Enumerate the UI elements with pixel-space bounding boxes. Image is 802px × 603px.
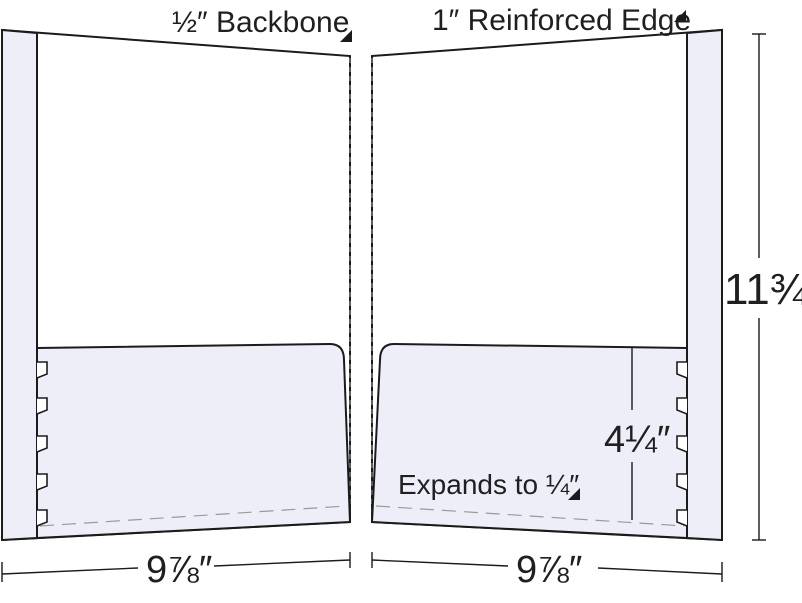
right-card-slit [676, 435, 688, 453]
right-width-dimension [371, 552, 723, 582]
right-card-slit [676, 361, 688, 379]
right-width-label: 9⅞″ [516, 549, 582, 591]
right-card-slit [676, 473, 688, 491]
backbone-pointer-icon [340, 30, 352, 42]
left-expansion-line [39, 505, 347, 527]
right-expansion-line [375, 505, 685, 527]
left-card-slit [36, 397, 48, 415]
height-label: 11¾″ [724, 265, 802, 314]
left-card-slits [36, 361, 48, 527]
right-card-slit [676, 509, 688, 527]
left-card-slit [36, 435, 48, 453]
pocket-height-label: 4¼″ [604, 419, 670, 461]
left-width-dimension [1, 552, 351, 582]
left-width-label: 9⅞″ [146, 549, 212, 591]
left-card-slit [36, 473, 48, 491]
left-reinforced-edge [0, 28, 38, 542]
right-card-slit [676, 397, 688, 415]
reinforced-edge-label: 1″ Reinforced Edge [432, 4, 691, 37]
right-pocket [371, 343, 688, 539]
right-card-slits [676, 361, 688, 527]
expands-pointer-icon [568, 488, 580, 500]
left-card-slit [36, 361, 48, 379]
backbone-label: ½″ Backbone [172, 6, 349, 39]
left-pocket [36, 343, 351, 539]
left-card-slit [36, 509, 48, 527]
reinforced-edge-pointer-icon [674, 10, 686, 22]
height-dimension [752, 33, 766, 541]
expands-label: Expands to ¼″ [398, 469, 579, 500]
right-reinforced-edge [686, 28, 723, 542]
